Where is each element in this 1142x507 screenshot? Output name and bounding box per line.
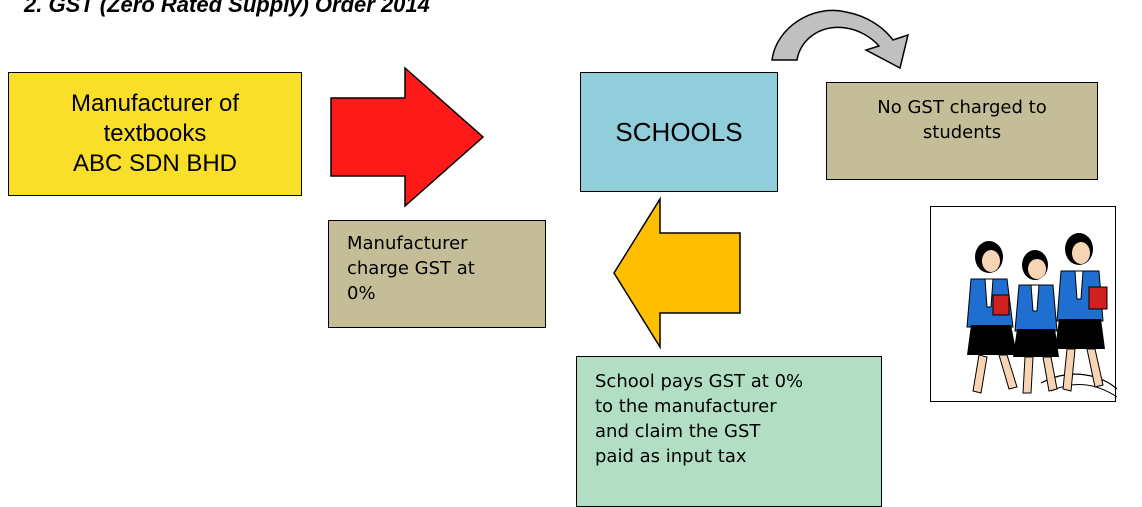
school-pays-line-4: paid as input tax (595, 446, 747, 467)
school-pays-box: School pays GST at 0% to the manufacture… (576, 356, 882, 507)
no-gst-box: No GST charged to students (826, 82, 1098, 180)
school-pays-line-2: to the manufacturer (595, 396, 777, 417)
mfr-charge-line-1: Manufacturer (347, 233, 468, 254)
school-pays-line-3: and claim the GST (595, 421, 761, 442)
no-gst-line-2: students (922, 122, 1002, 143)
manufacturer-line-1: Manufacturer of (70, 90, 240, 117)
school-pays-line-1: School pays GST at 0% (595, 371, 804, 392)
schools-box: SCHOOLS (580, 72, 778, 192)
manufacturer-box: Manufacturer of textbooks ABC SDN BHD (8, 72, 302, 196)
manufacturer-charge-box: Manufacturer charge GST at 0% (328, 220, 546, 328)
manufacturer-line-2: textbooks (103, 120, 207, 147)
slide-title: 2. GST (Zero Rated Supply) Order 2014 (24, 0, 430, 17)
students-clipart-icon (930, 206, 1118, 402)
no-gst-line-1: No GST charged to (877, 97, 1047, 118)
manufacturer-line-3: ABC SDN BHD (72, 150, 238, 177)
mfr-charge-line-3: 0% (347, 283, 376, 304)
schools-label: SCHOOLS (615, 116, 743, 147)
mfr-charge-line-2: charge GST at (347, 258, 475, 279)
